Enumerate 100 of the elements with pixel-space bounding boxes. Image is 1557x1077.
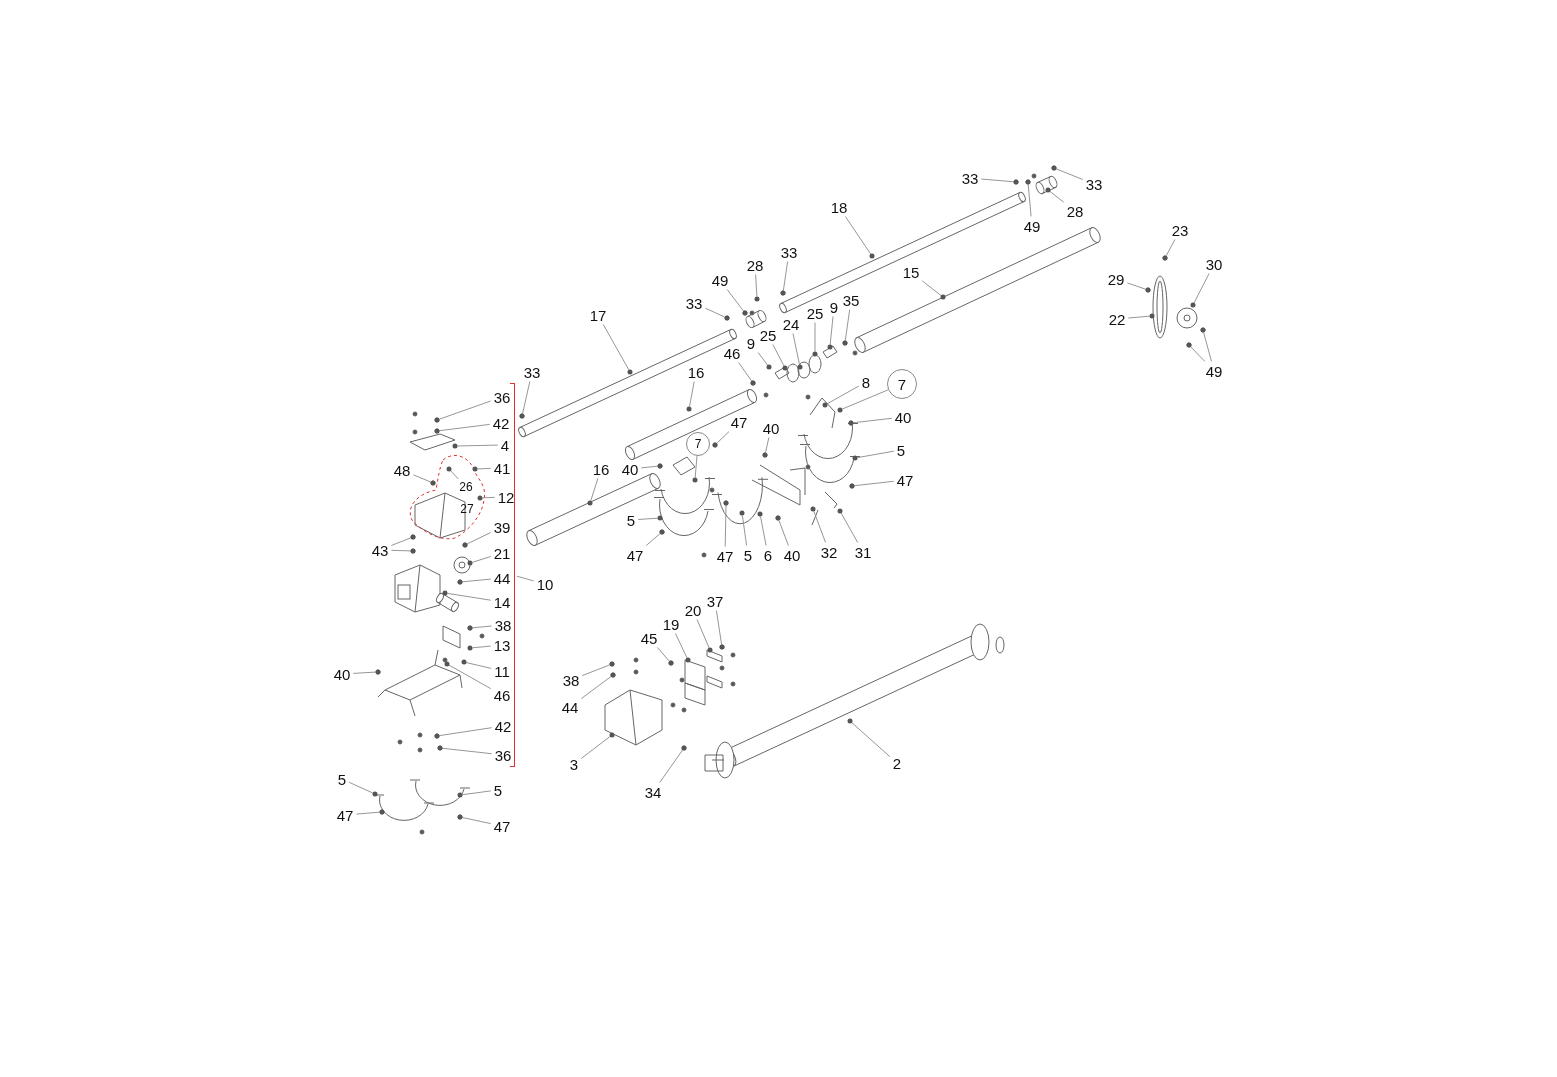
leader-line	[694, 455, 698, 478]
dot-marker	[379, 809, 385, 815]
dot-marker	[750, 380, 756, 386]
callout-number: 34	[643, 783, 663, 801]
leader-line	[704, 307, 726, 318]
callout-number: 28	[745, 256, 765, 274]
callout-number: 16	[591, 460, 611, 478]
callout-number: 25	[758, 326, 778, 344]
leader-line	[466, 532, 492, 545]
callout-number: 48	[392, 461, 412, 479]
dot-marker	[742, 310, 748, 316]
leader-line	[1049, 191, 1065, 203]
callout-number: 33	[779, 243, 799, 261]
leader-line	[390, 549, 411, 552]
leader-line	[461, 817, 492, 825]
callout-number: 9	[828, 298, 840, 316]
callout-number: 14	[492, 593, 512, 611]
callout-number: 29	[1106, 270, 1126, 288]
leader-line	[450, 470, 459, 480]
callout-number: 36	[493, 746, 513, 764]
dot-marker	[837, 508, 843, 514]
dot-marker	[940, 294, 946, 300]
dot-marker	[780, 290, 786, 296]
dot-marker	[723, 500, 729, 506]
dot-marker	[657, 463, 663, 469]
callout-number: 5	[742, 546, 754, 564]
leader-line	[1055, 168, 1084, 180]
callout-number: 49	[710, 271, 730, 289]
leader-line	[826, 385, 860, 405]
leader-line	[851, 722, 891, 758]
callout-number: 40	[893, 408, 913, 426]
dot-marker	[444, 661, 450, 667]
leader-line	[442, 747, 493, 755]
dot-marker	[446, 466, 452, 472]
leader-line	[390, 537, 412, 546]
dot-marker	[842, 340, 848, 346]
callout-number: 4	[499, 436, 511, 454]
callout-number: 17	[588, 306, 608, 324]
callout-number: 45	[639, 629, 659, 647]
leader-line	[980, 178, 1014, 183]
leader-line	[580, 676, 612, 700]
dot-marker	[472, 466, 478, 472]
leader-line	[471, 556, 492, 563]
dot-marker	[685, 657, 691, 663]
leader-line	[921, 280, 942, 296]
dot-marker	[1190, 302, 1196, 308]
leader-line	[656, 647, 670, 662]
callout-number: 46	[492, 686, 512, 704]
callout-number: 47	[625, 546, 645, 564]
callout-number: 33	[684, 294, 704, 312]
leader-line	[1027, 184, 1032, 217]
dot-marker	[822, 402, 828, 408]
dot-marker	[692, 477, 698, 483]
leader-line	[853, 417, 893, 424]
callout-number: 13	[492, 636, 512, 654]
leader-line	[726, 289, 744, 312]
dot-marker	[437, 745, 443, 751]
leader-line	[813, 510, 826, 543]
leader-line	[696, 619, 710, 649]
dot-marker	[837, 407, 843, 413]
leader-line	[477, 467, 492, 470]
callout-number: 20	[683, 601, 703, 619]
callout-number: 8	[860, 373, 872, 391]
leader-line	[472, 645, 492, 649]
callout-number: 41	[492, 459, 512, 477]
callout-number: 44	[492, 569, 512, 587]
callout-number: 18	[829, 198, 849, 216]
dot-marker	[766, 364, 772, 370]
dot-marker	[719, 644, 725, 650]
dot-marker	[852, 455, 858, 461]
leader-line	[1126, 282, 1147, 290]
callout-number: 40	[761, 419, 781, 437]
callout-number: 33	[522, 363, 542, 381]
callout-number: 38	[561, 671, 581, 689]
leader-line	[689, 381, 695, 407]
leader-line	[741, 515, 748, 546]
callout-number: 28	[1065, 202, 1085, 220]
dot-marker	[442, 590, 448, 596]
leader-line	[516, 575, 535, 582]
leader-line	[462, 790, 492, 796]
dot-marker	[372, 791, 378, 797]
callout-number: 36	[492, 388, 512, 406]
dot-marker	[410, 534, 416, 540]
dot-marker	[434, 428, 440, 434]
leader-line	[522, 381, 531, 415]
leader-line	[724, 505, 727, 547]
dot-marker	[849, 483, 855, 489]
callout-number: 43	[370, 541, 390, 559]
callout-number: 40	[332, 665, 352, 683]
leader-line	[675, 633, 688, 659]
leader-line	[590, 478, 599, 502]
leader-line	[814, 322, 816, 352]
callout-number: 47	[729, 413, 749, 431]
leader-line	[792, 333, 800, 366]
dot-marker	[1145, 287, 1151, 293]
dot-marker	[519, 413, 525, 419]
leader-line	[439, 727, 493, 737]
leader-line	[472, 625, 493, 629]
callout-number: 37	[705, 592, 725, 610]
dot-marker	[609, 732, 615, 738]
